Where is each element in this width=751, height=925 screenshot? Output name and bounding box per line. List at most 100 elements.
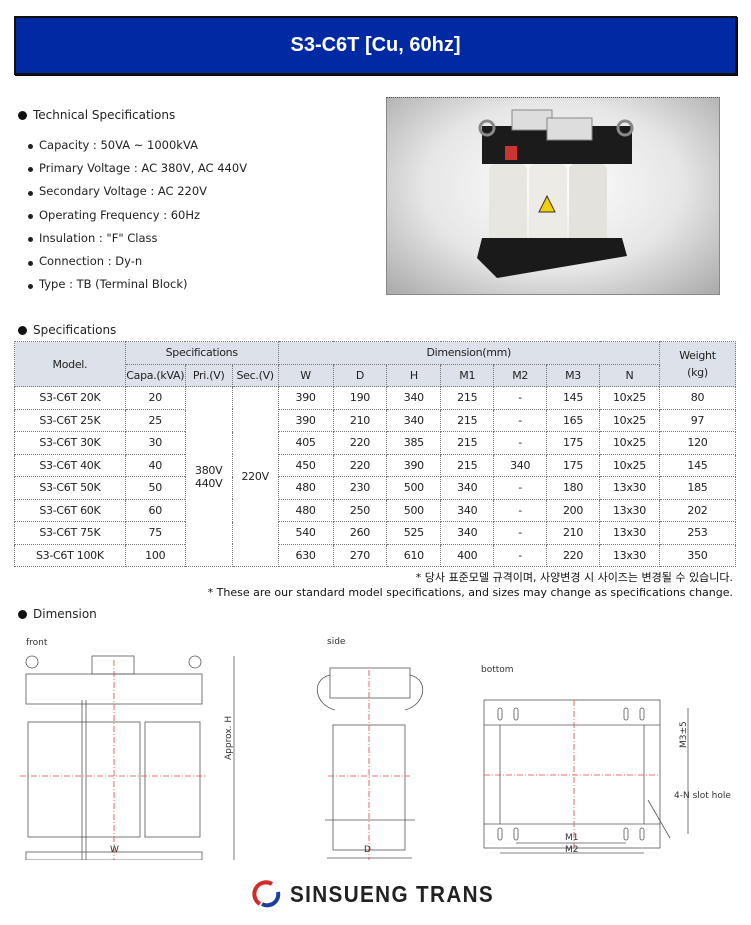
table-cell: 97 [658,408,737,432]
table-cell: S3-C6T 50K [14,476,126,500]
table-cell: 340 [386,386,442,410]
table-cell: - [493,408,548,432]
tech-spec-item: Connection : Dy-n [28,249,247,272]
heading-text: Specifications [33,323,117,337]
table-cell: 215 [440,431,495,455]
table-cell: 165 [546,408,600,432]
subheader-cell: W [277,363,334,387]
table-cell: 230 [332,476,388,500]
table-cell: 350 [658,543,737,567]
header-model: Model. [14,341,126,387]
logo-icon [252,880,281,908]
table-cell: - [493,431,548,455]
sec-voltage-cell: 220V [231,386,279,567]
subheader-cell: H [386,363,442,387]
table-cell: 60 [124,498,186,522]
table-cell: 480 [277,498,334,522]
tech-spec-item: Capacity : 50VA ~ 1000kVA [28,133,247,156]
subheader-cell: M2 [493,363,548,387]
note-english: * These are our standard model specifica… [207,586,733,599]
table-cell: 210 [546,521,600,545]
tech-spec-item: Secondary Voltage : AC 220V [28,180,247,203]
table-cell: 175 [546,453,600,477]
bullet-icon [18,609,27,619]
table-cell: 13x30 [599,476,660,500]
d-label: D [364,845,371,855]
table-cell: S3-C6T 100K [14,543,126,567]
table-cell: 260 [332,521,388,545]
tech-spec-text: Connection : Dy-n [39,254,143,269]
table-cell: 340 [386,408,442,432]
subheader-cell: D [332,363,388,387]
table-cell: S3-C6T 40K [14,453,126,477]
table-cell: 540 [277,521,334,545]
table-cell: - [493,386,548,410]
brand-logo: SINSUENG TRANS [252,880,517,908]
table-cell: 405 [277,431,334,455]
table-cell: 210 [332,408,388,432]
spec-heading: Specifications [18,323,116,337]
side-label: side [327,637,346,647]
slot-label: 4-N slot hole [674,791,731,801]
table-cell: 480 [277,476,334,500]
table-cell: 525 [386,521,442,545]
table-cell: 340 [493,453,548,477]
tech-spec-text: Secondary Voltage : AC 220V [39,184,208,199]
bullet-icon [28,167,33,173]
bullet-icon [28,283,33,289]
bullet-icon [28,144,33,150]
tech-spec-heading: Technical Specifications [18,108,175,122]
table-cell: 190 [332,386,388,410]
table-cell: 100 [124,543,186,567]
table-cell: 500 [386,498,442,522]
table-cell: 610 [386,543,442,567]
table-cell: 25 [124,408,186,432]
table-cell: - [493,521,548,545]
subheader-cell: M1 [440,363,495,387]
table-cell: 30 [124,431,186,455]
table-cell: 120 [658,431,737,455]
table-cell: 180 [546,476,600,500]
tech-spec-item: Operating Frequency : 60Hz [28,203,247,226]
table-cell: 202 [658,498,737,522]
table-cell: 390 [386,453,442,477]
table-cell: 215 [440,386,495,410]
table-cell: - [493,498,548,522]
m3-label: M3±5 [679,721,689,748]
subheader-cell: M3 [546,363,600,387]
table-cell: 220 [546,543,600,567]
m2-label: M2 [565,845,579,855]
table-cell: 500 [386,476,442,500]
header-dimension: Dimension(mm) [277,341,660,365]
table-cell: 145 [658,453,737,477]
table-cell: S3-C6T 20K [14,386,126,410]
bottom-label: bottom [481,665,514,675]
spec-table: Model. Specifications Dimension(mm) Weig… [14,341,737,567]
header-specifications: Specifications [124,341,279,365]
tech-spec-text: Type : TB (Terminal Block) [39,277,188,292]
table-cell: 390 [277,408,334,432]
table-cell: 40 [124,453,186,477]
table-cell: 385 [386,431,442,455]
tech-spec-text: Insulation : "F" Class [39,230,158,245]
table-cell: - [493,543,548,567]
note-korean: * 당사 표준모델 규격이며, 사양변경 시 사이즈는 변경될 수 있습니다. [415,571,733,584]
tech-spec-item: Primary Voltage : AC 380V, AC 440V [28,156,247,179]
front-label: front [26,638,48,648]
table-cell: 13x30 [599,498,660,522]
m1-label: M1 [565,833,579,843]
table-cell: 10x25 [599,453,660,477]
header-weight: Weight (kg) [658,341,737,387]
subheader-cell: Capa.(kVA) [124,363,186,387]
table-cell: 175 [546,431,600,455]
heading-text: Technical Specifications [33,108,176,122]
subheader-cell: N [599,363,660,387]
table-cell: 80 [658,386,737,410]
